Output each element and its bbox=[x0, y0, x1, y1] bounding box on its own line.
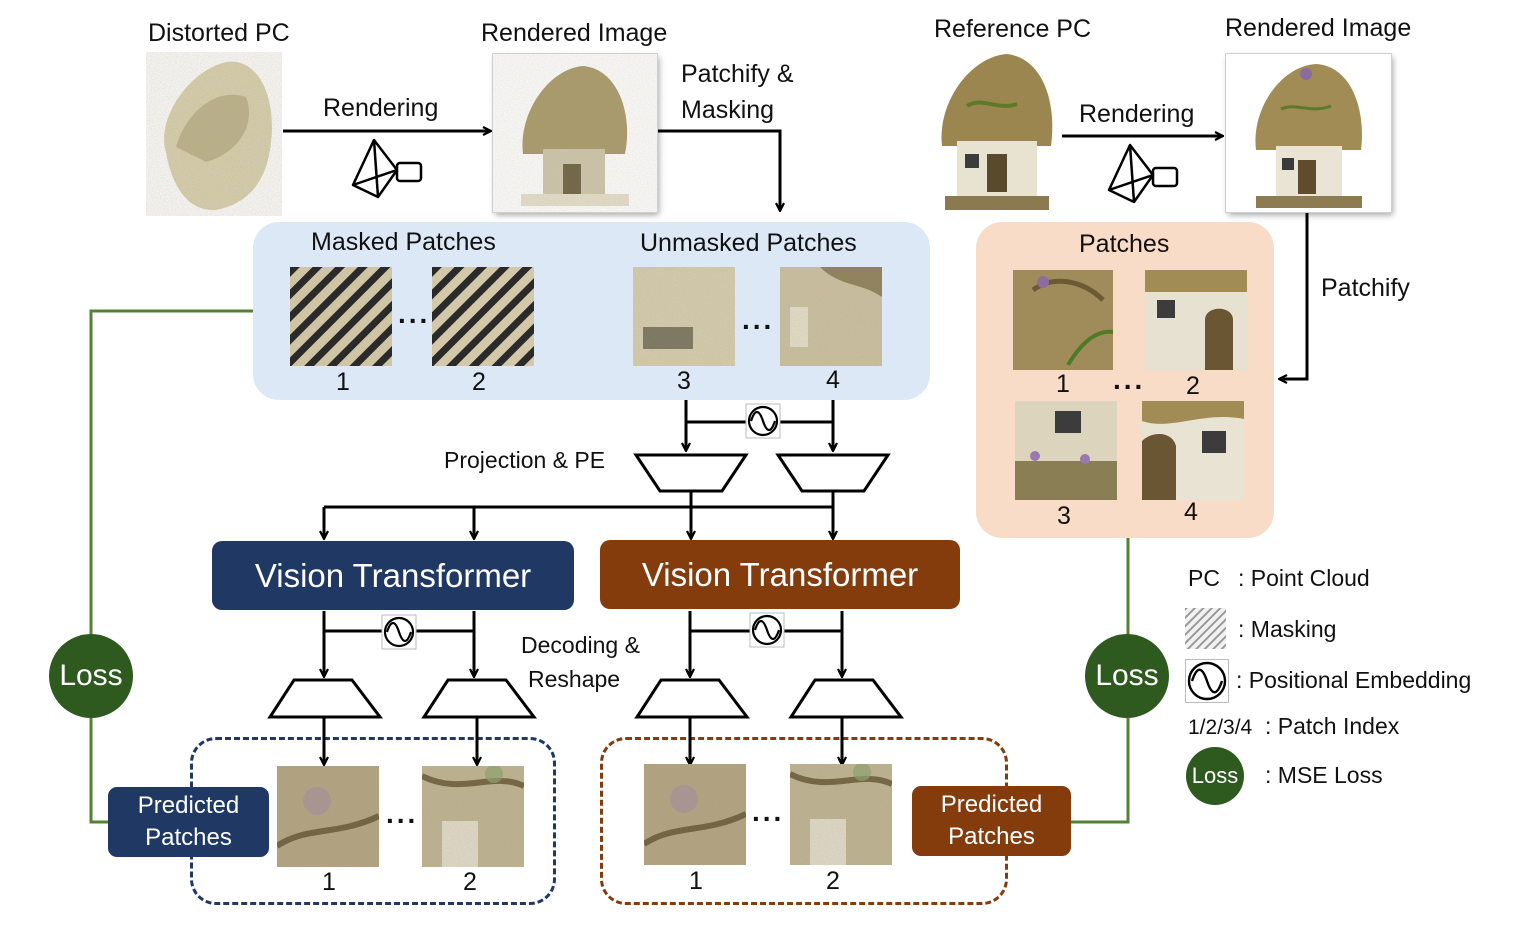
masked-ellipsis: ... bbox=[398, 298, 431, 329]
patch-index-1: 1 bbox=[336, 368, 350, 396]
patchify-masking-label-1: Patchify & bbox=[681, 60, 794, 88]
trapezoid-projector-icon bbox=[788, 678, 905, 719]
predicted-left-index-2: 2 bbox=[463, 868, 477, 896]
legend-pc-key: PC bbox=[1188, 565, 1220, 591]
predicted-right-line1: Predicted bbox=[940, 790, 1043, 818]
reference-index-3: 3 bbox=[1057, 502, 1071, 530]
loss-wire-left bbox=[89, 309, 253, 824]
camera-icon bbox=[351, 138, 423, 199]
legend-pc-desc: : Point Cloud bbox=[1238, 565, 1370, 591]
predicted-patches-label-right: Predicted Patches bbox=[912, 786, 1071, 856]
trapezoid-projector-icon bbox=[421, 678, 538, 719]
trapezoid-projector-icon bbox=[634, 678, 751, 719]
reference-patch-4 bbox=[1142, 401, 1244, 500]
loss-circle-left: Loss bbox=[49, 634, 133, 718]
predicted-patch-right-2 bbox=[790, 764, 892, 865]
unmasked-patches-title: Unmasked Patches bbox=[640, 229, 857, 257]
legend-loss-desc: : MSE Loss bbox=[1265, 762, 1383, 788]
predicted-right-index-2: 2 bbox=[826, 867, 840, 895]
decoding-reshape-label-1: Decoding & bbox=[521, 632, 640, 658]
projection-pe-label: Projection & PE bbox=[444, 447, 606, 473]
decoding-reshape-label-2: Reshape bbox=[528, 666, 621, 692]
predicted-patch-right-1 bbox=[644, 764, 746, 865]
hatch-pattern-icon bbox=[1185, 608, 1226, 649]
rendering-right-label: Rendering bbox=[1079, 100, 1195, 128]
reference-ellipsis: ... bbox=[1113, 364, 1146, 395]
reference-point-cloud-image bbox=[927, 46, 1061, 216]
reference-pc-label: Reference PC bbox=[934, 15, 1092, 43]
legend-index-desc: : Patch Index bbox=[1265, 713, 1400, 739]
patchify-arrow bbox=[1280, 213, 1309, 379]
loss-circle-right: Loss bbox=[1085, 634, 1169, 718]
predicted-left-ellipsis: ... bbox=[386, 798, 419, 829]
patchify-masking-label-2: Masking bbox=[681, 96, 775, 124]
distorted-pc-label: Distorted PC bbox=[148, 19, 290, 47]
rendered-image-right bbox=[1226, 54, 1391, 212]
reference-patch-3 bbox=[1015, 401, 1117, 500]
trapezoid-projector-icon bbox=[267, 678, 384, 719]
legend-loss-icon: Loss bbox=[1186, 747, 1244, 805]
rendered-image-right-label: Rendered Image bbox=[1225, 14, 1412, 42]
reference-patch-1 bbox=[1013, 270, 1113, 370]
loss-wire-right bbox=[1071, 538, 1130, 824]
vision-transformer-right: Vision Transformer bbox=[600, 540, 960, 609]
rendered-image-left bbox=[493, 54, 657, 212]
rendered-image-left-label: Rendered Image bbox=[481, 19, 668, 47]
reference-index-1: 1 bbox=[1056, 370, 1070, 398]
predicted-patch-left-2 bbox=[422, 766, 524, 867]
patch-index-3: 3 bbox=[677, 367, 691, 395]
predicted-patches-label-left: Predicted Patches bbox=[108, 787, 269, 857]
patches-title: Patches bbox=[1079, 230, 1170, 258]
patchify-label: Patchify bbox=[1321, 274, 1410, 302]
legend-pe-desc: : Positional Embedding bbox=[1236, 667, 1472, 693]
unmasked-patch-3 bbox=[633, 267, 735, 366]
predicted-left-line2: Patches bbox=[145, 824, 232, 851]
predicted-patch-left-1 bbox=[277, 766, 379, 867]
predicted-left-line1: Predicted bbox=[137, 791, 240, 819]
camera-icon bbox=[1107, 143, 1179, 204]
masked-patches-title: Masked Patches bbox=[311, 228, 496, 256]
trapezoid-projector-icon bbox=[633, 453, 749, 493]
predicted-right-ellipsis: ... bbox=[752, 796, 785, 827]
patch-index-2: 2 bbox=[472, 368, 486, 396]
sine-wave-icon bbox=[745, 403, 781, 439]
patch-index-4: 4 bbox=[826, 366, 840, 394]
predicted-right-line2: Patches bbox=[948, 823, 1035, 850]
sine-wave-icon bbox=[749, 612, 785, 648]
trapezoid-projector-icon bbox=[775, 453, 891, 493]
reference-index-4: 4 bbox=[1184, 498, 1198, 526]
reference-index-2: 2 bbox=[1186, 372, 1200, 400]
distorted-point-cloud-image bbox=[146, 52, 282, 216]
unmasked-ellipsis: ... bbox=[742, 304, 775, 335]
masked-patch-2 bbox=[432, 267, 534, 366]
masked-patch-1 bbox=[290, 267, 392, 366]
legend-index-key: 1/2/3/4 bbox=[1188, 716, 1253, 739]
rendering-left-label: Rendering bbox=[323, 94, 439, 122]
predicted-right-index-1: 1 bbox=[689, 867, 703, 895]
legend-masking-desc: : Masking bbox=[1238, 616, 1337, 642]
unmasked-patch-4 bbox=[780, 267, 882, 366]
sine-wave-icon bbox=[381, 614, 417, 650]
sine-wave-icon bbox=[1185, 659, 1229, 703]
vision-transformer-left: Vision Transformer bbox=[212, 541, 574, 610]
predicted-left-index-1: 1 bbox=[322, 868, 336, 896]
patchify-masking-arrow bbox=[657, 129, 780, 210]
reference-patch-2 bbox=[1145, 270, 1247, 370]
